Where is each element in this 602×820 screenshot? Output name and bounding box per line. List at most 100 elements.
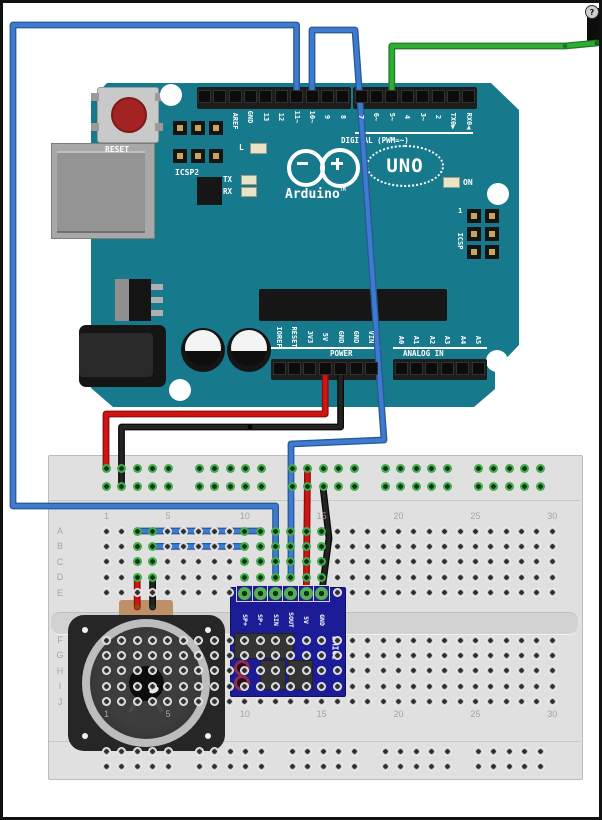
- breadboard-hole[interactable]: [380, 463, 390, 473]
- breadboard-hole[interactable]: [532, 650, 542, 660]
- breadboard-hole[interactable]: [409, 557, 419, 567]
- breadboard-hole[interactable]: [194, 557, 204, 567]
- breadboard-hole[interactable]: [455, 681, 465, 691]
- breadboard-hole[interactable]: [349, 463, 359, 473]
- breadboard-hole[interactable]: [102, 588, 111, 598]
- breadboard-hole[interactable]: [163, 481, 173, 491]
- analog-pin-A5[interactable]: [471, 362, 485, 375]
- digital-pin-13[interactable]: [259, 90, 273, 103]
- breadboard-hole[interactable]: [378, 557, 388, 567]
- breadboard-hole[interactable]: [148, 588, 158, 598]
- breadboard-hole[interactable]: [286, 697, 296, 707]
- breadboard-hole[interactable]: [240, 666, 250, 676]
- breadboard-hole[interactable]: [427, 481, 436, 491]
- breadboard-hole[interactable]: [547, 526, 557, 536]
- breadboard-hole[interactable]: [427, 463, 436, 473]
- breadboard-hole[interactable]: [440, 666, 450, 676]
- breadboard-hole[interactable]: [132, 463, 142, 473]
- breadboard-hole[interactable]: [163, 541, 173, 551]
- breadboard-hole[interactable]: [520, 761, 529, 771]
- breadboard-hole[interactable]: [163, 681, 173, 691]
- breadboard-hole[interactable]: [440, 588, 450, 598]
- breadboard-hole[interactable]: [240, 557, 250, 567]
- breadboard-hole[interactable]: [240, 697, 250, 707]
- breadboard-hole[interactable]: [224, 526, 234, 536]
- breadboard-hole[interactable]: [255, 572, 265, 582]
- digital-pin-GND[interactable]: [243, 90, 257, 103]
- breadboard-hole[interactable]: [194, 697, 204, 707]
- breadboard-hole[interactable]: [516, 541, 526, 551]
- breadboard-hole[interactable]: [455, 541, 465, 551]
- breadboard-hole[interactable]: [486, 650, 496, 660]
- breadboard-hole[interactable]: [394, 572, 404, 582]
- breadboard-hole[interactable]: [240, 650, 250, 660]
- emic2-pin-SP[interactable]: [238, 586, 252, 600]
- breadboard-hole[interactable]: [332, 588, 342, 598]
- breadboard-hole[interactable]: [409, 681, 419, 691]
- breadboard-hole[interactable]: [132, 526, 142, 536]
- digital-pin-unlabeled[interactable]: [197, 90, 211, 103]
- breadboard-hole[interactable]: [334, 481, 343, 491]
- breadboard-hole[interactable]: [241, 746, 250, 756]
- breadboard-hole[interactable]: [163, 635, 173, 645]
- digital-pin-8[interactable]: [336, 90, 350, 103]
- breadboard-hole[interactable]: [363, 588, 373, 598]
- breadboard-hole[interactable]: [286, 650, 296, 660]
- breadboard-hole[interactable]: [378, 541, 388, 551]
- breadboard-hole[interactable]: [378, 526, 388, 536]
- breadboard-hole[interactable]: [101, 746, 111, 756]
- breadboard-hole[interactable]: [424, 557, 434, 567]
- breadboard-hole[interactable]: [163, 666, 173, 676]
- breadboard-hole[interactable]: [363, 650, 373, 660]
- breadboard-hole[interactable]: [455, 557, 465, 567]
- power-pin-GND[interactable]: [334, 362, 348, 375]
- breadboard-hole[interactable]: [178, 557, 188, 567]
- breadboard-hole[interactable]: [440, 557, 450, 567]
- breadboard-hole[interactable]: [424, 572, 434, 582]
- breadboard-hole[interactable]: [102, 697, 111, 707]
- breadboard-hole[interactable]: [148, 635, 158, 645]
- breadboard-hole[interactable]: [532, 588, 542, 598]
- digital-pin-6[interactable]: [369, 90, 383, 103]
- breadboard-hole[interactable]: [501, 572, 511, 582]
- breadboard-hole[interactable]: [240, 541, 250, 551]
- breadboard-hole[interactable]: [225, 746, 235, 756]
- breadboard-hole[interactable]: [532, 572, 542, 582]
- breadboard-hole[interactable]: [318, 761, 328, 771]
- breadboard-hole[interactable]: [455, 635, 465, 645]
- analog-pin-A3[interactable]: [440, 362, 454, 375]
- breadboard-hole[interactable]: [148, 526, 158, 536]
- breadboard-hole[interactable]: [504, 761, 514, 771]
- breadboard-hole[interactable]: [271, 557, 281, 567]
- breadboard-hole[interactable]: [363, 526, 373, 536]
- breadboard-hole[interactable]: [409, 635, 419, 645]
- breadboard-hole[interactable]: [535, 746, 545, 756]
- breadboard-hole[interactable]: [287, 746, 297, 756]
- breadboard-hole[interactable]: [501, 650, 511, 660]
- digital-pin-3[interactable]: [416, 90, 430, 103]
- breadboard-hole[interactable]: [241, 761, 250, 771]
- breadboard-hole[interactable]: [117, 588, 127, 598]
- breadboard-hole[interactable]: [332, 526, 342, 536]
- breadboard-hole[interactable]: [271, 635, 281, 645]
- breadboard-hole[interactable]: [394, 697, 404, 707]
- wire-green-w_d5_part[interactable]: [389, 40, 599, 101]
- breadboard-hole[interactable]: [378, 666, 388, 676]
- power-pin-RESET[interactable]: [287, 362, 301, 375]
- breadboard-hole[interactable]: [209, 635, 219, 645]
- breadboard-hole[interactable]: [516, 666, 526, 676]
- breadboard-hole[interactable]: [256, 761, 266, 771]
- breadboard-hole[interactable]: [117, 697, 127, 707]
- breadboard-hole[interactable]: [209, 557, 219, 567]
- breadboard-hole[interactable]: [178, 541, 188, 551]
- breadboard-hole[interactable]: [520, 463, 529, 473]
- digital-pin-unlabeled[interactable]: [212, 90, 226, 103]
- breadboard-hole[interactable]: [411, 746, 421, 756]
- power-pin-IOREF[interactable]: [272, 362, 286, 375]
- breadboard-hole[interactable]: [301, 697, 311, 707]
- breadboard-hole[interactable]: [117, 650, 127, 660]
- digital-pin-4[interactable]: [400, 90, 414, 103]
- breadboard-hole[interactable]: [516, 588, 526, 598]
- reset-button-cap[interactable]: [111, 97, 147, 133]
- breadboard-hole[interactable]: [486, 557, 496, 567]
